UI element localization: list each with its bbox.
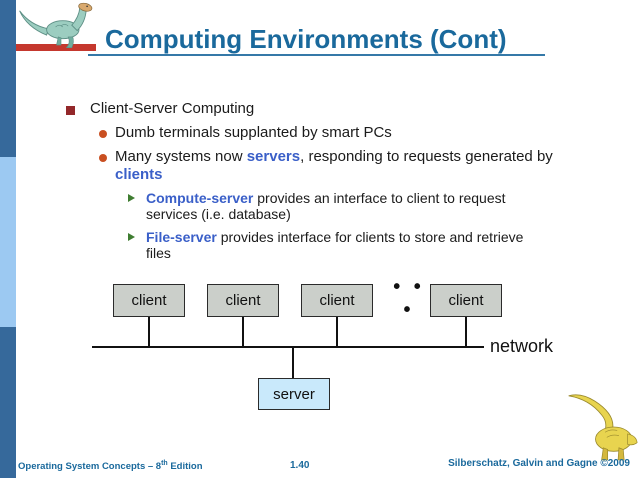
l3b-line2: files — [146, 245, 171, 261]
client-box-3: client — [301, 284, 373, 317]
footer-book-title: Operating System Concepts – 8th Edition — [18, 460, 203, 472]
connector-client-1 — [148, 317, 150, 346]
l2b-pre: Many systems now — [115, 148, 247, 165]
client-box-1: client — [113, 284, 185, 317]
bullet-triangle-icon — [128, 233, 135, 241]
client-label: client — [448, 292, 484, 309]
sidebar-accent-bottom — [0, 327, 16, 478]
slide-number: 1.40 — [290, 460, 310, 471]
page-title: Computing Environments (Cont) — [105, 24, 507, 54]
network-bus-line — [92, 346, 484, 348]
bullet-l1-text: Client-Server Computing — [90, 100, 254, 117]
sidebar-accent-middle — [0, 157, 16, 327]
footer-left-pre: Operating System Concepts – 8 — [18, 461, 162, 473]
l3a-rest: provides an interface to client to reque… — [253, 190, 506, 206]
bullet-l2a-label: Dumb terminals supplanted by smart PCs — [115, 124, 392, 141]
dinosaur-icon — [19, 2, 93, 49]
title-underline — [88, 54, 545, 56]
bullet-l1-label: Client-Server Computing — [90, 100, 255, 117]
l2b-post: , responding to requests generated by — [300, 148, 553, 165]
header-red-stripe — [16, 44, 96, 51]
dinosaur-icon — [568, 394, 638, 461]
connector-server — [292, 348, 294, 378]
bullet-square-icon — [66, 106, 75, 115]
keyword-clients: clients — [115, 166, 163, 183]
connector-client-2 — [242, 317, 244, 346]
server-box: server — [258, 378, 330, 410]
client-label: client — [131, 292, 167, 309]
bullet-l2a-text: Dumb terminals supplanted by smart PCs — [115, 124, 392, 141]
footer-authors: Silberschatz, Galvin and Gagne ©2009 — [448, 458, 630, 469]
l3b-rest: provides interface for clients to store … — [216, 229, 524, 245]
server-label: server — [273, 385, 315, 403]
bullet-l2b-line1: Many systems now servers, responding to … — [115, 148, 553, 165]
client-label: client — [225, 292, 261, 309]
bullet-l3b-line2: files — [146, 245, 171, 261]
footer-left-sup: th — [161, 460, 168, 467]
bullet-l3a-line1: Compute-server provides an interface to … — [146, 190, 506, 206]
client-box-4: client — [430, 284, 502, 317]
sidebar-accent-top — [0, 0, 16, 157]
network-label: network — [490, 336, 554, 356]
keyword-servers: servers — [246, 148, 301, 165]
bullet-triangle-icon — [128, 194, 135, 202]
ellipsis-dots: • • • — [393, 276, 425, 321]
bullet-l3b-line1: File-server provides interface for clien… — [146, 229, 523, 245]
keyword-file-server: File-server — [146, 229, 217, 245]
bullet-l2b-line2: clients — [115, 166, 163, 183]
client-label: client — [319, 292, 355, 309]
client-box-2: client — [207, 284, 279, 317]
bullet-circle-icon — [99, 130, 107, 138]
connector-client-4 — [465, 317, 467, 346]
bullet-l3a-line2: services (i.e. database) — [146, 206, 291, 222]
connector-client-3 — [336, 317, 338, 346]
bullet-circle-icon — [99, 154, 107, 162]
l3a-line2: services (i.e. database) — [146, 206, 291, 222]
keyword-compute-server: Compute-server — [146, 190, 254, 206]
footer-left-post: Edition — [167, 461, 203, 473]
